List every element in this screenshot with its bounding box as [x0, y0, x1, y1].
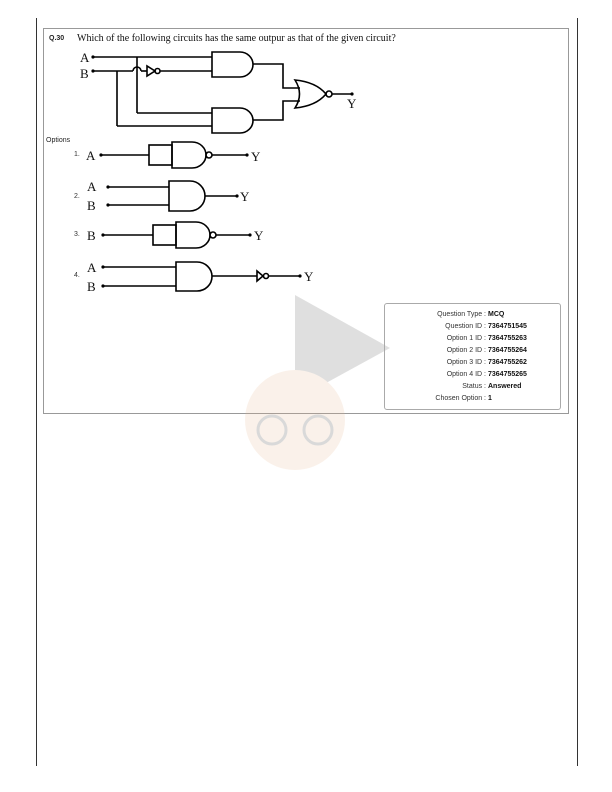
info-value: 7364755262	[488, 359, 527, 366]
input-b-label: B	[80, 66, 89, 81]
info-value: 1	[488, 395, 492, 402]
option-3-input-b: B	[87, 228, 96, 243]
output-y-label: Y	[347, 96, 357, 111]
option-3-circuit	[103, 221, 250, 249]
option-1-number: 1.	[74, 151, 80, 158]
info-key: Option 2 ID :	[446, 347, 486, 354]
option-2-input-a: A	[87, 179, 97, 194]
info-key: Status :	[462, 383, 486, 390]
option-2-input-b: B	[87, 198, 96, 213]
question-number: Q.30	[49, 35, 65, 42]
question-text: Which of the following circuits has the …	[77, 33, 396, 44]
option-1-input-a: A	[86, 148, 96, 163]
option-4-input-b: B	[87, 279, 96, 294]
question-info-panel: Question Type :MCQ Question ID :73647515…	[384, 303, 561, 410]
info-key: Question ID :	[445, 323, 486, 330]
option-4-input-a: A	[87, 260, 97, 275]
options-heading: Options	[46, 137, 71, 144]
option-4-number: 4.	[74, 272, 80, 279]
info-value: 7364755263	[488, 335, 527, 342]
info-key: Option 4 ID :	[446, 371, 486, 378]
info-key: Option 3 ID :	[446, 359, 486, 366]
info-key: Question Type :	[437, 311, 486, 318]
option-3-output-y: Y	[254, 228, 264, 243]
option-3-number: 3.	[74, 231, 80, 238]
info-value: 7364755264	[488, 347, 527, 354]
info-key: Option 1 ID :	[446, 335, 486, 342]
page-border-right	[577, 18, 578, 766]
option-1-circuit	[101, 141, 247, 169]
watermark-logo	[245, 295, 390, 470]
input-a-label: A	[80, 50, 90, 65]
info-value: Answered	[488, 383, 522, 390]
given-circuit	[93, 51, 352, 134]
info-value: 7364751545	[488, 323, 527, 330]
option-2-circuit	[108, 180, 237, 212]
question-box	[43, 28, 569, 414]
option-1-output-y: Y	[251, 149, 261, 164]
page-border-left	[36, 18, 37, 766]
option-4-circuit	[103, 261, 300, 292]
given-circuit-dots	[91, 55, 354, 96]
option-2-output-y: Y	[240, 189, 250, 204]
info-value: 7364755265	[488, 371, 527, 378]
option-2-number: 2.	[74, 193, 80, 200]
option-4-output-y: Y	[304, 269, 314, 284]
info-key: Chosen Option :	[435, 395, 486, 402]
info-value: MCQ	[488, 311, 505, 318]
